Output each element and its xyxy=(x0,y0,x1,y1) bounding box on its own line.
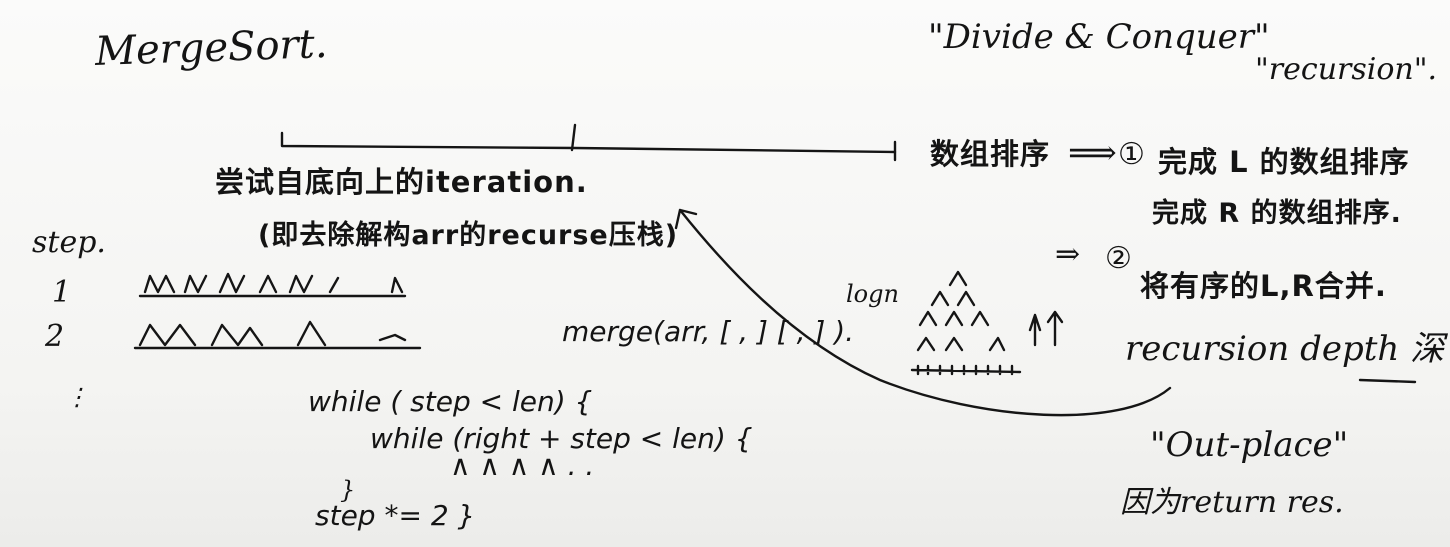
code-line-2: while (right + step < len) { xyxy=(370,422,753,455)
return-res-note: 因为return res. xyxy=(1120,485,1344,520)
row-number-2: 2 xyxy=(45,319,65,354)
divide-conquer-label: "Divide & Conquer" xyxy=(928,17,1270,57)
step2-marker: ② xyxy=(1105,241,1132,276)
segment-line xyxy=(280,131,897,154)
curved-arrow xyxy=(674,208,1172,417)
tree-base xyxy=(910,364,1022,376)
implies-arrow: ⟹ xyxy=(1068,133,1117,173)
depth-underline xyxy=(1358,378,1417,384)
segment-tick-mid xyxy=(570,123,577,152)
merge-tree xyxy=(916,270,1006,352)
code-line-1: while ( step < len) { xyxy=(308,385,593,418)
logn-label: logn xyxy=(846,280,899,308)
step2-arrow: ⇒ xyxy=(1055,237,1081,272)
depth-arrows xyxy=(1028,310,1064,347)
out-place-label: "Out-place" xyxy=(1150,425,1349,465)
merge-call: merge(arr, [ , ] [ , ] ). xyxy=(562,315,855,348)
recursion-depth-note: recursion depth 深 xyxy=(1125,329,1445,369)
code-line-3: ∧ ∧ ∧ ∧ . . xyxy=(450,449,595,482)
step1-text-b: 完成 R 的数组排序. xyxy=(1152,198,1402,229)
step1-marker: ① xyxy=(1118,137,1145,172)
recurse-stack-note: (即去除解构arr的recurse压栈) xyxy=(258,220,679,251)
row1-bumps xyxy=(143,272,404,294)
row-number-1: 1 xyxy=(52,275,72,310)
step2-text: 将有序的L,R合并. xyxy=(1140,269,1387,303)
array-sort-label: 数组排序 xyxy=(930,137,1051,171)
iteration-note: 尝试自底向上的iteration. xyxy=(215,165,588,199)
step-label: step. xyxy=(32,225,106,260)
code-line-5: step *= 2 } xyxy=(315,499,476,532)
recursion-label: "recursion". xyxy=(1255,52,1438,87)
row2-bumps xyxy=(138,320,407,347)
page-title: MergeSort. xyxy=(94,20,329,76)
row-dots: ⋮ xyxy=(65,383,89,411)
code-line-4: } xyxy=(340,476,356,504)
step1-text: 完成 L 的数组排序 xyxy=(1158,145,1410,179)
